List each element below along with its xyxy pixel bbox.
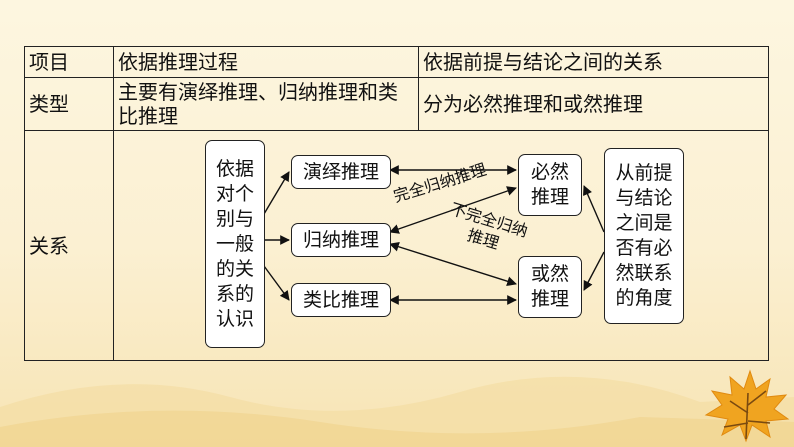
box-analogy-text: 类比推理 xyxy=(302,288,379,311)
box-deduction: 演绎推理 xyxy=(291,155,391,189)
arrow-induction-probable xyxy=(389,241,517,287)
box-perspective-text: 从前提与结论之间是否有必然联系的角度 xyxy=(615,162,673,309)
box-relation-basis: 依据对个别与一般的关系的认识 xyxy=(205,140,265,348)
box-necessary-text: 必然推理 xyxy=(530,161,569,208)
box-necessary: 必然推理 xyxy=(518,154,582,216)
arrow-to-deduction xyxy=(263,171,290,215)
arrow-right-to-probable xyxy=(583,251,605,291)
header-cell-item: 项目 xyxy=(24,46,114,78)
type-process-text: 主要有演绎推理、归纳推理和类比推理 xyxy=(113,77,419,131)
table-header-row: 项目 依据推理过程 依据前提与结论之间的关系 xyxy=(24,46,769,78)
type-relation-text: 分为必然推理和或然推理 xyxy=(418,77,769,131)
arrow-right-to-necessary xyxy=(583,185,605,233)
background-hills xyxy=(0,376,794,447)
type-label: 类型 xyxy=(24,77,114,131)
diagram-connectors xyxy=(263,165,605,305)
header-cell-process: 依据推理过程 xyxy=(113,46,419,78)
box-probable: 或然推理 xyxy=(518,256,582,318)
table-row-type: 类型 主要有演绎推理、归纳推理和类比推理 分为必然推理和或然推理 xyxy=(24,77,769,131)
box-induction: 归纳推理 xyxy=(291,223,391,257)
maple-leaf-icon xyxy=(704,369,790,443)
box-analogy: 类比推理 xyxy=(291,283,391,317)
header-cell-relation: 依据前提与结论之间的关系 xyxy=(418,46,769,78)
relation-diagram: 依据对个别与一般的关系的认识 演绎推理 归纳推理 类比推理 必然推理 或然推理 … xyxy=(114,132,769,357)
box-probable-text: 或然推理 xyxy=(530,263,569,310)
relation-label: 关系 xyxy=(24,130,114,361)
box-relation-basis-text: 依据对个别与一般的关系的认识 xyxy=(215,157,254,330)
box-deduction-text: 演绎推理 xyxy=(302,160,379,183)
box-induction-text: 归纳推理 xyxy=(302,228,379,251)
arrow-to-analogy xyxy=(263,265,290,301)
arrow-induction-necessary xyxy=(389,186,517,234)
box-perspective: 从前提与结论之间是否有必然联系的角度 xyxy=(604,148,684,324)
